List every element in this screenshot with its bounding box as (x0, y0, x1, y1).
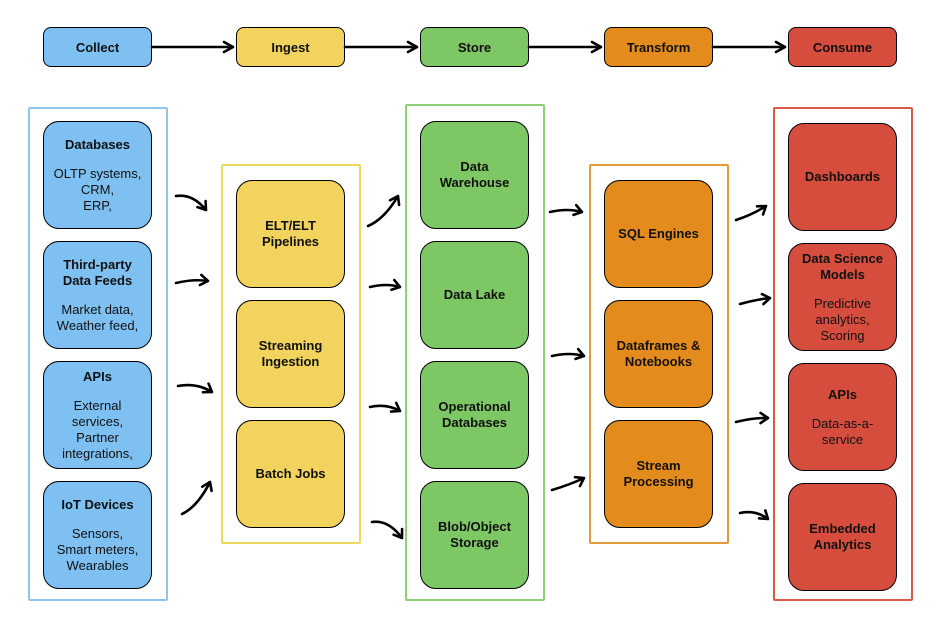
flow-arrow (176, 382, 214, 394)
flow-arrow (550, 347, 586, 361)
card-operational-databases: Operational Databases (420, 361, 529, 469)
stage-transform: Transform (604, 27, 713, 67)
card-data-lake: Data Lake (420, 241, 529, 349)
group-consume (773, 107, 913, 601)
card-embedded-analytics: Embedded Analytics (788, 483, 897, 591)
flow-arrow (368, 278, 402, 292)
card-title: SQL Engines (618, 226, 699, 241)
flow-arrow (738, 292, 772, 306)
card-title: Stream Processing (623, 458, 694, 489)
card-title: IoT Devices (61, 496, 134, 512)
card-title: Batch Jobs (255, 466, 326, 481)
flow-arrow (550, 475, 586, 492)
stage-ingest: Ingest (236, 27, 345, 67)
group-transform (589, 164, 729, 544)
card-data-warehouse: Data Warehouse (420, 121, 529, 229)
flow-arrow (370, 520, 404, 540)
card-title: Data Science Models (802, 250, 883, 282)
card-dashboards: Dashboards (788, 123, 897, 231)
card-title: Databases (64, 136, 131, 152)
card-sql-engines: SQL Engines (604, 180, 713, 288)
card-title: Blob/Object Storage (438, 519, 511, 550)
card-subtitle: External services, Partner integrations, (62, 397, 133, 461)
stage-consume: Consume (788, 27, 897, 67)
card-stream-processing: Stream Processing (604, 420, 713, 528)
card-streaming-ingestion: Streaming Ingestion (236, 300, 345, 408)
card-title: Streaming Ingestion (258, 338, 323, 369)
card-elt-elt-pipelines: ELT/ELT Pipelines (236, 180, 345, 288)
flow-arrow (174, 194, 208, 212)
flow-arrow (548, 203, 584, 217)
card-subtitle: OLTP systems, CRM, ERP, (53, 165, 142, 213)
card-title: APIs (828, 386, 857, 402)
card-title: Data Lake (443, 287, 506, 302)
card-title: APIs (83, 368, 112, 384)
stage-connector-arrow (150, 40, 235, 54)
flow-arrow (174, 273, 210, 287)
card-title: Dataframes & Notebooks (616, 338, 701, 369)
card-title: Dashboards (804, 169, 881, 184)
card-subtitle: Data-as-a- service (811, 415, 874, 447)
flow-arrow (734, 411, 770, 425)
card-title: Embedded Analytics (809, 521, 876, 552)
card-title: Operational Databases (438, 399, 511, 430)
stage-connector-arrow (527, 40, 603, 54)
card-subtitle: Predictive analytics, Scoring (813, 295, 872, 343)
group-store (405, 104, 545, 601)
group-collect (28, 107, 168, 601)
card-title: ELT/ELT Pipelines (261, 218, 320, 249)
group-ingest (221, 164, 361, 544)
card-dataframes-notebooks: Dataframes & Notebooks (604, 300, 713, 408)
card-subtitle: Market data, Weather feed, (56, 301, 139, 333)
flow-arrow (366, 194, 401, 228)
card-blob-object-storage: Blob/Object Storage (420, 481, 529, 589)
card-title: Third-party Data Feeds (62, 256, 133, 288)
stage-connector-arrow (711, 40, 787, 54)
stage-connector-arrow (343, 40, 419, 54)
stage-collect: Collect (43, 27, 152, 67)
stage-store: Store (420, 27, 529, 67)
flow-arrow (734, 204, 768, 222)
card-title: Data Warehouse (439, 159, 510, 190)
card-batch-jobs: Batch Jobs (236, 420, 345, 528)
flow-arrow (180, 480, 213, 516)
card-subtitle: Sensors, Smart meters, Wearables (56, 525, 139, 573)
flow-arrow (368, 401, 402, 413)
flow-arrow (738, 509, 770, 521)
